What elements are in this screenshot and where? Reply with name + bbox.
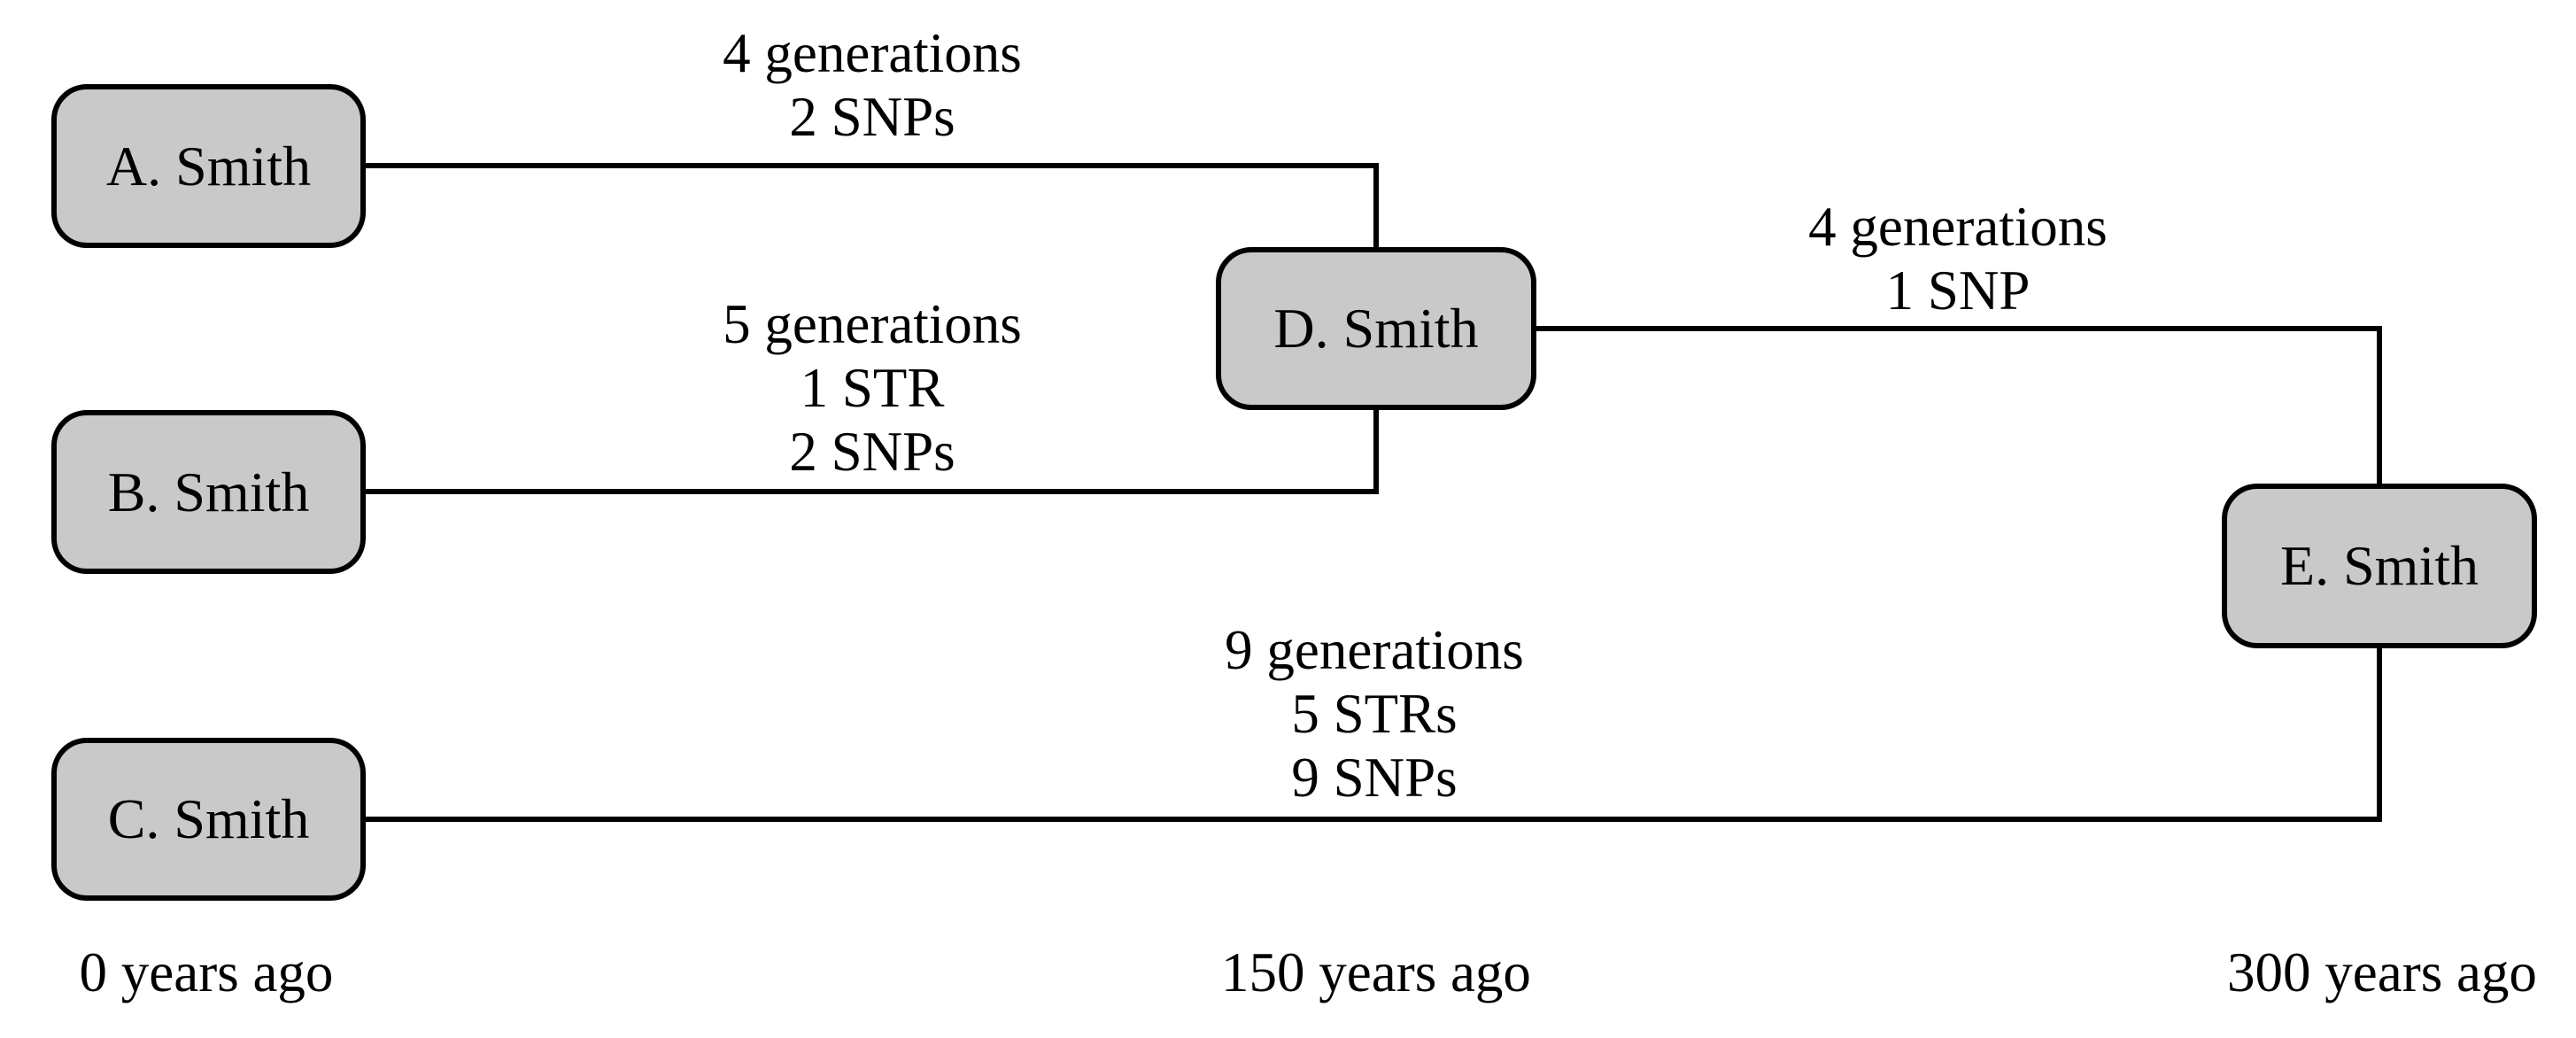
- node-a-smith-label: A. Smith: [105, 134, 312, 198]
- node-e-smith: E. Smith: [2222, 484, 2537, 648]
- node-b-smith-label: B. Smith: [107, 460, 310, 523]
- connector-d-to-e-vertical: [2377, 326, 2382, 484]
- edge-label-a-to-d: 4 generations 2 SNPs: [562, 21, 1182, 149]
- connector-a-to-d-vertical: [1373, 163, 1379, 247]
- edge-label-line: 9 SNPs: [1291, 747, 1458, 809]
- node-d-smith: D. Smith: [1216, 247, 1536, 410]
- connector-b-to-d-vertical: [1373, 410, 1379, 494]
- edge-label-line: 4 generations: [723, 22, 1022, 84]
- edge-label-line: 9 generations: [1225, 619, 1524, 681]
- edge-label-line: 1 SNP: [1885, 260, 2031, 321]
- edge-label-c-to-e: 9 generations 5 STRs 9 SNPs: [1064, 618, 1684, 809]
- edge-label-line: 2 SNPs: [789, 421, 955, 483]
- edge-label-line: 2 SNPs: [789, 86, 955, 148]
- connector-d-to-e-horizontal: [1536, 326, 2382, 331]
- timeline-label-300-years: 300 years ago: [2227, 941, 2537, 1003]
- connector-b-to-d-horizontal: [366, 489, 1379, 494]
- edge-label-line: 5 STRs: [1291, 683, 1458, 745]
- node-a-smith: A. Smith: [51, 84, 366, 248]
- edge-label-b-to-d: 5 generations 1 STR 2 SNPs: [562, 292, 1182, 484]
- timeline-label-150-years: 150 years ago: [1221, 941, 1531, 1003]
- node-d-smith-label: D. Smith: [1273, 297, 1479, 360]
- connector-a-to-d-horizontal: [366, 163, 1379, 168]
- edge-label-line: 1 STR: [800, 357, 945, 419]
- edge-label-line: 4 generations: [1808, 196, 2108, 258]
- edge-label-line: 5 generations: [723, 293, 1022, 355]
- node-e-smith-label: E. Smith: [2279, 534, 2479, 597]
- node-b-smith: B. Smith: [51, 410, 366, 574]
- edge-label-d-to-e: 4 generations 1 SNP: [1648, 195, 2268, 322]
- node-c-smith: C. Smith: [51, 738, 366, 901]
- connector-c-to-e-vertical: [2377, 648, 2382, 822]
- connector-c-to-e-horizontal: [366, 817, 2382, 822]
- timeline-label-0-years: 0 years ago: [79, 941, 334, 1003]
- node-c-smith-label: C. Smith: [107, 787, 310, 850]
